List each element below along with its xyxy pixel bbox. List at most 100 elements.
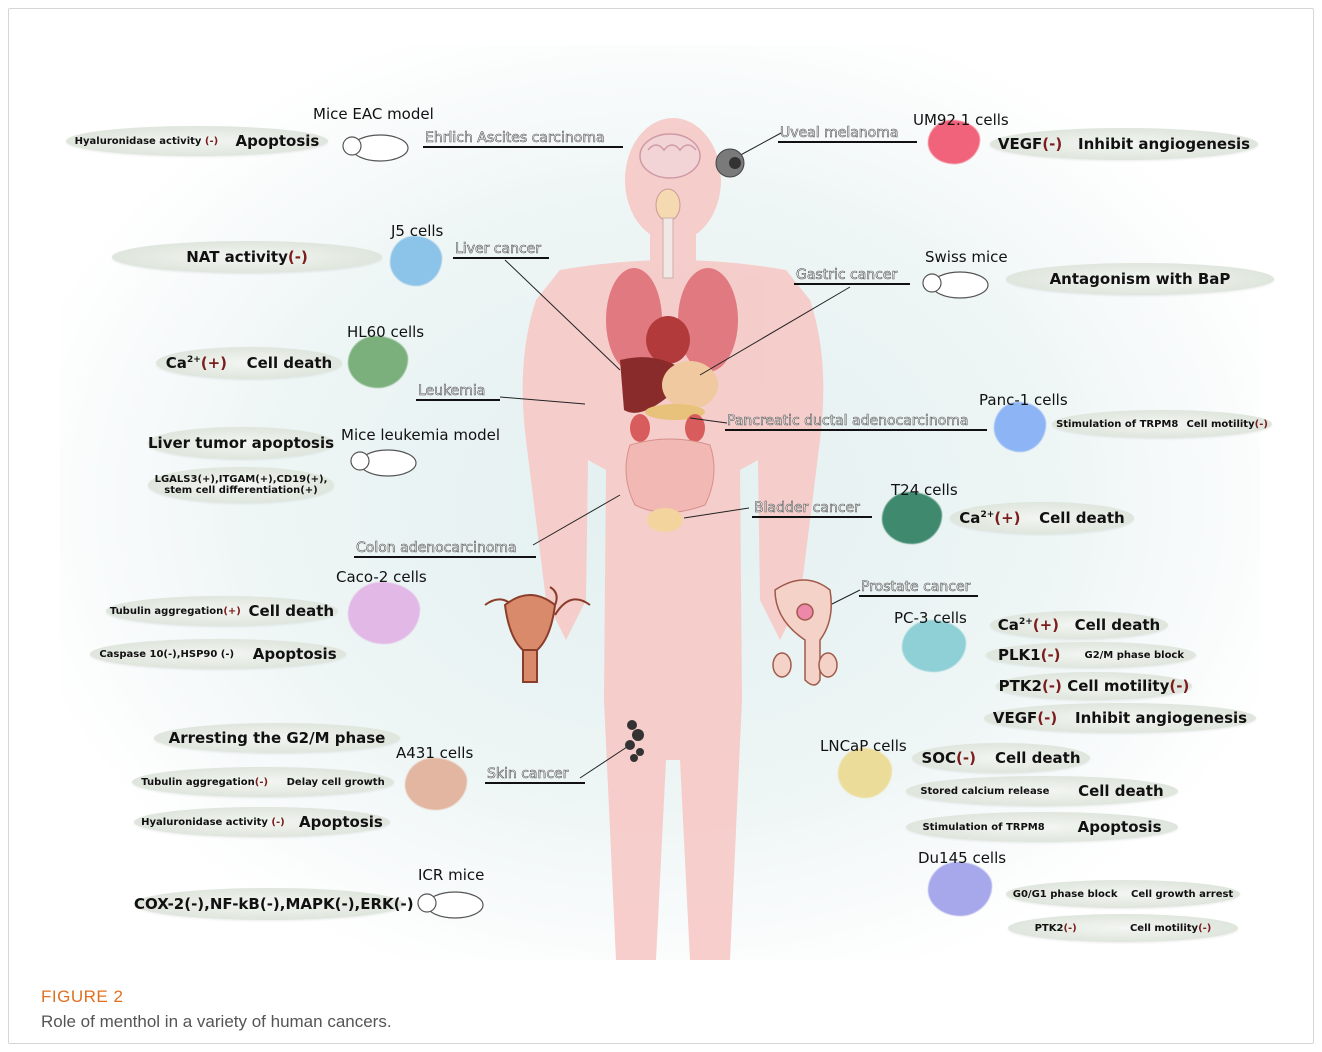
effect-pill-eac: Hyaluronidase activity (-) Apoptosis — [66, 126, 328, 156]
effect-pill-um921: VEGF(-) Inhibit angiogenesis — [990, 128, 1258, 160]
effect-pill-du145-a: G0/G1 phase block Cell growth arrest — [1006, 880, 1240, 908]
model-swiss: Swiss mice — [925, 248, 1008, 266]
effect-text: Cell motility — [1067, 677, 1169, 695]
effect-pill-leuk-b: LGALS3(+),ITGAM(+),CD19(+), stem cell di… — [148, 467, 334, 503]
label-leukemia: Leukemia — [416, 383, 500, 401]
model-a431: A431 cells — [396, 744, 473, 762]
effect-text: Cell death — [995, 749, 1081, 767]
effect-pill-lncap-c: Stimulation of TRPM8 Apoptosis — [906, 812, 1178, 842]
effect-text: LGALS3(+),ITGAM(+),CD19(+), — [155, 474, 328, 485]
stomach — [662, 361, 718, 409]
effect-text: Apoptosis — [1078, 818, 1162, 836]
effect-mark: (-) — [1169, 677, 1189, 695]
effect-text: Hyaluronidase activity — [141, 817, 271, 828]
effect-pill-lncap-b: Stored calcium release Cell death — [906, 776, 1178, 806]
effect-pill-a431-a: Arresting the G2/M phase — [154, 723, 400, 753]
label-skin: Skin cancer — [485, 766, 585, 784]
effect-text: Inhibit angiogenesis — [1075, 709, 1247, 727]
effect-text: Stored calcium release — [920, 786, 1049, 797]
model-icr: ICR mice — [418, 866, 484, 884]
effect-mark: (-) — [1255, 419, 1268, 430]
model-t24: T24 cells — [891, 481, 958, 499]
effect-mark: (-) — [1041, 646, 1061, 664]
effect-mark: (-) — [1198, 923, 1211, 934]
effect-text: Ca — [166, 354, 187, 372]
effect-pill-leuk-a: Liver tumor apoptosis — [148, 427, 334, 459]
effect-mark: (-) — [956, 749, 976, 767]
label-gastric: Gastric cancer — [794, 267, 910, 285]
effect-text: Apoptosis — [235, 132, 319, 150]
effect-sup: 2+ — [187, 355, 201, 365]
effect-text: Delay cell growth — [287, 777, 385, 788]
effect-mark: (-) — [205, 136, 218, 147]
effect-text: G2/M phase block — [1084, 650, 1184, 661]
effect-text: Ca — [959, 509, 980, 527]
effect-mark: (+) — [994, 509, 1020, 527]
effect-text: Stimulation of TRPM8 — [922, 822, 1044, 833]
model-mice-eac: Mice EAC model — [313, 105, 434, 123]
effect-sup: 2+ — [1019, 617, 1033, 627]
model-j5: J5 cells — [391, 222, 443, 240]
effect-text: Hyaluronidase activity — [75, 136, 205, 147]
effect-text: Cell motility — [1130, 923, 1198, 934]
effect-pill-j5: NAT activity(-) — [112, 241, 382, 273]
heart — [646, 316, 690, 364]
effect-text: Apoptosis — [253, 645, 337, 663]
model-caco2: Caco-2 cells — [336, 568, 427, 586]
effect-text: Inhibit angiogenesis — [1078, 135, 1250, 153]
effect-mark: (-) — [255, 777, 268, 788]
effect-text: VEGF — [998, 135, 1042, 153]
label-liver: Liver cancer — [453, 241, 549, 259]
effect-pill-swiss: Antagonism with BaP — [1006, 263, 1274, 295]
effect-pill-panc1: Stimulation of TRPM8 Cell motility(-) — [1052, 410, 1272, 438]
intestine — [626, 439, 714, 513]
effect-pill-pc3-c: PTK2(-) Cell motility(-) — [996, 672, 1192, 700]
effect-pill-t24: Ca2+(+) Cell death — [950, 502, 1134, 534]
effect-mark: (-) — [1042, 677, 1062, 695]
label-prostate: Prostate cancer — [859, 579, 978, 597]
effect-text: Tubulin aggregation — [110, 606, 223, 617]
model-hl60: HL60 cells — [347, 323, 424, 341]
kidney-left — [630, 414, 650, 442]
effect-mark: (-) — [271, 817, 284, 828]
right-lung — [678, 268, 738, 372]
effect-text: PTK2 — [999, 677, 1042, 695]
effect-text: G0/G1 phase block — [1013, 889, 1118, 900]
effect-pill-pc3-a: Ca2+(+) Cell death — [990, 611, 1168, 639]
label-ehrlich: Ehrlich Ascites carcinoma — [423, 130, 623, 148]
effect-mark: (-) — [1042, 135, 1062, 153]
effect-text: Cell death — [249, 602, 335, 620]
effect-text: COX-2(-),NF-kB(-),MAPK(-),ERK(-) — [134, 895, 414, 913]
effect-pill-lncap-a: SOC(-) Cell death — [912, 743, 1090, 773]
effect-text: Cell death — [1039, 509, 1125, 527]
effect-mark: (-) — [1037, 709, 1057, 727]
trachea — [663, 218, 673, 278]
effect-pill-hl60: Ca2+(+) Cell death — [156, 347, 342, 379]
effect-pill-a431-c: Hyaluronidase activity (-) Apoptosis — [134, 807, 390, 837]
effect-text: Cell growth arrest — [1131, 889, 1233, 900]
effect-text: PTK2 — [1035, 923, 1064, 934]
label-pancreatic: Pancreatic ductal adenocarcinoma — [725, 413, 987, 431]
effect-mark: (-) — [1063, 923, 1076, 934]
effect-mark: (+) — [223, 606, 241, 617]
model-panc1: Panc-1 cells — [979, 391, 1068, 409]
figure-caption: Role of menthol in a variety of human ca… — [41, 1012, 392, 1032]
effect-text: SOC — [921, 749, 956, 767]
brain — [640, 134, 700, 178]
effect-pill-caco-a: Tubulin aggregation(+) Cell death — [106, 596, 338, 626]
effect-text: VEGF — [993, 709, 1037, 727]
effect-sup: 2+ — [980, 510, 994, 520]
effect-pill-icr: COX-2(-),NF-kB(-),MAPK(-),ERK(-) — [134, 888, 404, 920]
model-mice-leukemia: Mice leukemia model — [341, 426, 500, 444]
effect-mark: (-) — [288, 248, 308, 266]
effect-text: Antagonism with BaP — [1050, 270, 1231, 288]
effect-text: Stimulation of TRPM8 — [1056, 419, 1178, 430]
effect-text: Caspase 10(-),HSP90 (-) — [99, 649, 234, 660]
effect-text: Cell death — [247, 354, 333, 372]
effect-pill-pc3-b: PLK1(-) G2/M phase block — [986, 642, 1196, 668]
effect-text: Apoptosis — [299, 813, 383, 831]
effect-text: Arresting the G2/M phase — [169, 729, 386, 747]
effect-text: PLK1 — [998, 646, 1041, 664]
effect-text: stem cell differentiation(+) — [164, 485, 317, 496]
effect-text: Cell death — [1075, 616, 1161, 634]
